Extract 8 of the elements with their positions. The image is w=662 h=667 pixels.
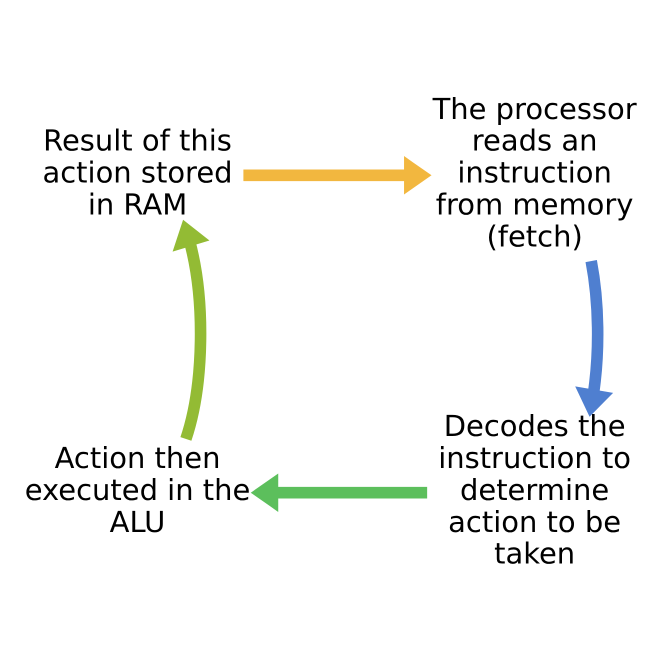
arrow — [243, 156, 432, 194]
node-text: The processor reads an instruction from memory (fetch) — [432, 91, 637, 253]
arrow — [575, 260, 614, 416]
node-text: Action then executed in the ALU — [24, 440, 250, 538]
node-text: Result of this action stored in RAM — [42, 123, 233, 221]
node-text: Decodes the instruction to determine action to be taken — [438, 408, 632, 570]
arrow — [172, 219, 210, 440]
arrow — [250, 472, 428, 512]
